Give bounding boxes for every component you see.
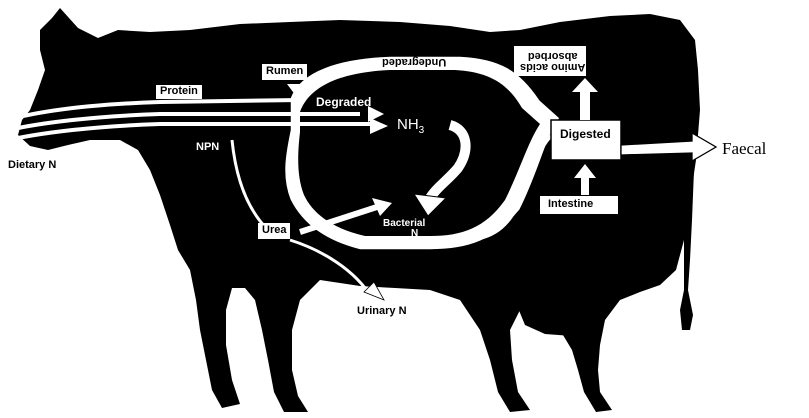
label-urinary-n: Urinary N <box>357 306 407 317</box>
bacterial-line2: N <box>383 229 425 239</box>
label-bacterial: Bacterial N <box>383 219 425 239</box>
label-npn: NPN <box>192 140 223 156</box>
bacterial-line1: Bacterial <box>383 219 425 229</box>
amino-acids-line1: Amino acids <box>520 61 585 72</box>
label-amino-acids: Amino acids absorbed <box>520 50 585 72</box>
nh3-text: NH3 <box>397 116 424 133</box>
cow-udder <box>518 286 600 336</box>
label-dietary-n: Dietary N <box>8 160 56 171</box>
label-rumen: Rumen <box>262 64 307 80</box>
amino-acids-text: Amino acids absorbed <box>520 50 585 72</box>
label-degraded: Degraded <box>316 96 371 108</box>
label-undegraded: Undegraded <box>382 56 446 67</box>
label-faecal: Faecal <box>722 140 766 157</box>
amino-acids-line2: absorbed <box>520 50 585 61</box>
undegraded-text: Undegraded <box>382 56 446 67</box>
label-digested: Digested <box>560 128 611 140</box>
label-intestine: Intestine <box>548 199 593 210</box>
label-protein: Protein <box>156 85 202 99</box>
label-urea: Urea <box>258 223 290 239</box>
absorbed-shaft <box>580 90 590 120</box>
label-nh3: NH3 <box>397 117 424 136</box>
